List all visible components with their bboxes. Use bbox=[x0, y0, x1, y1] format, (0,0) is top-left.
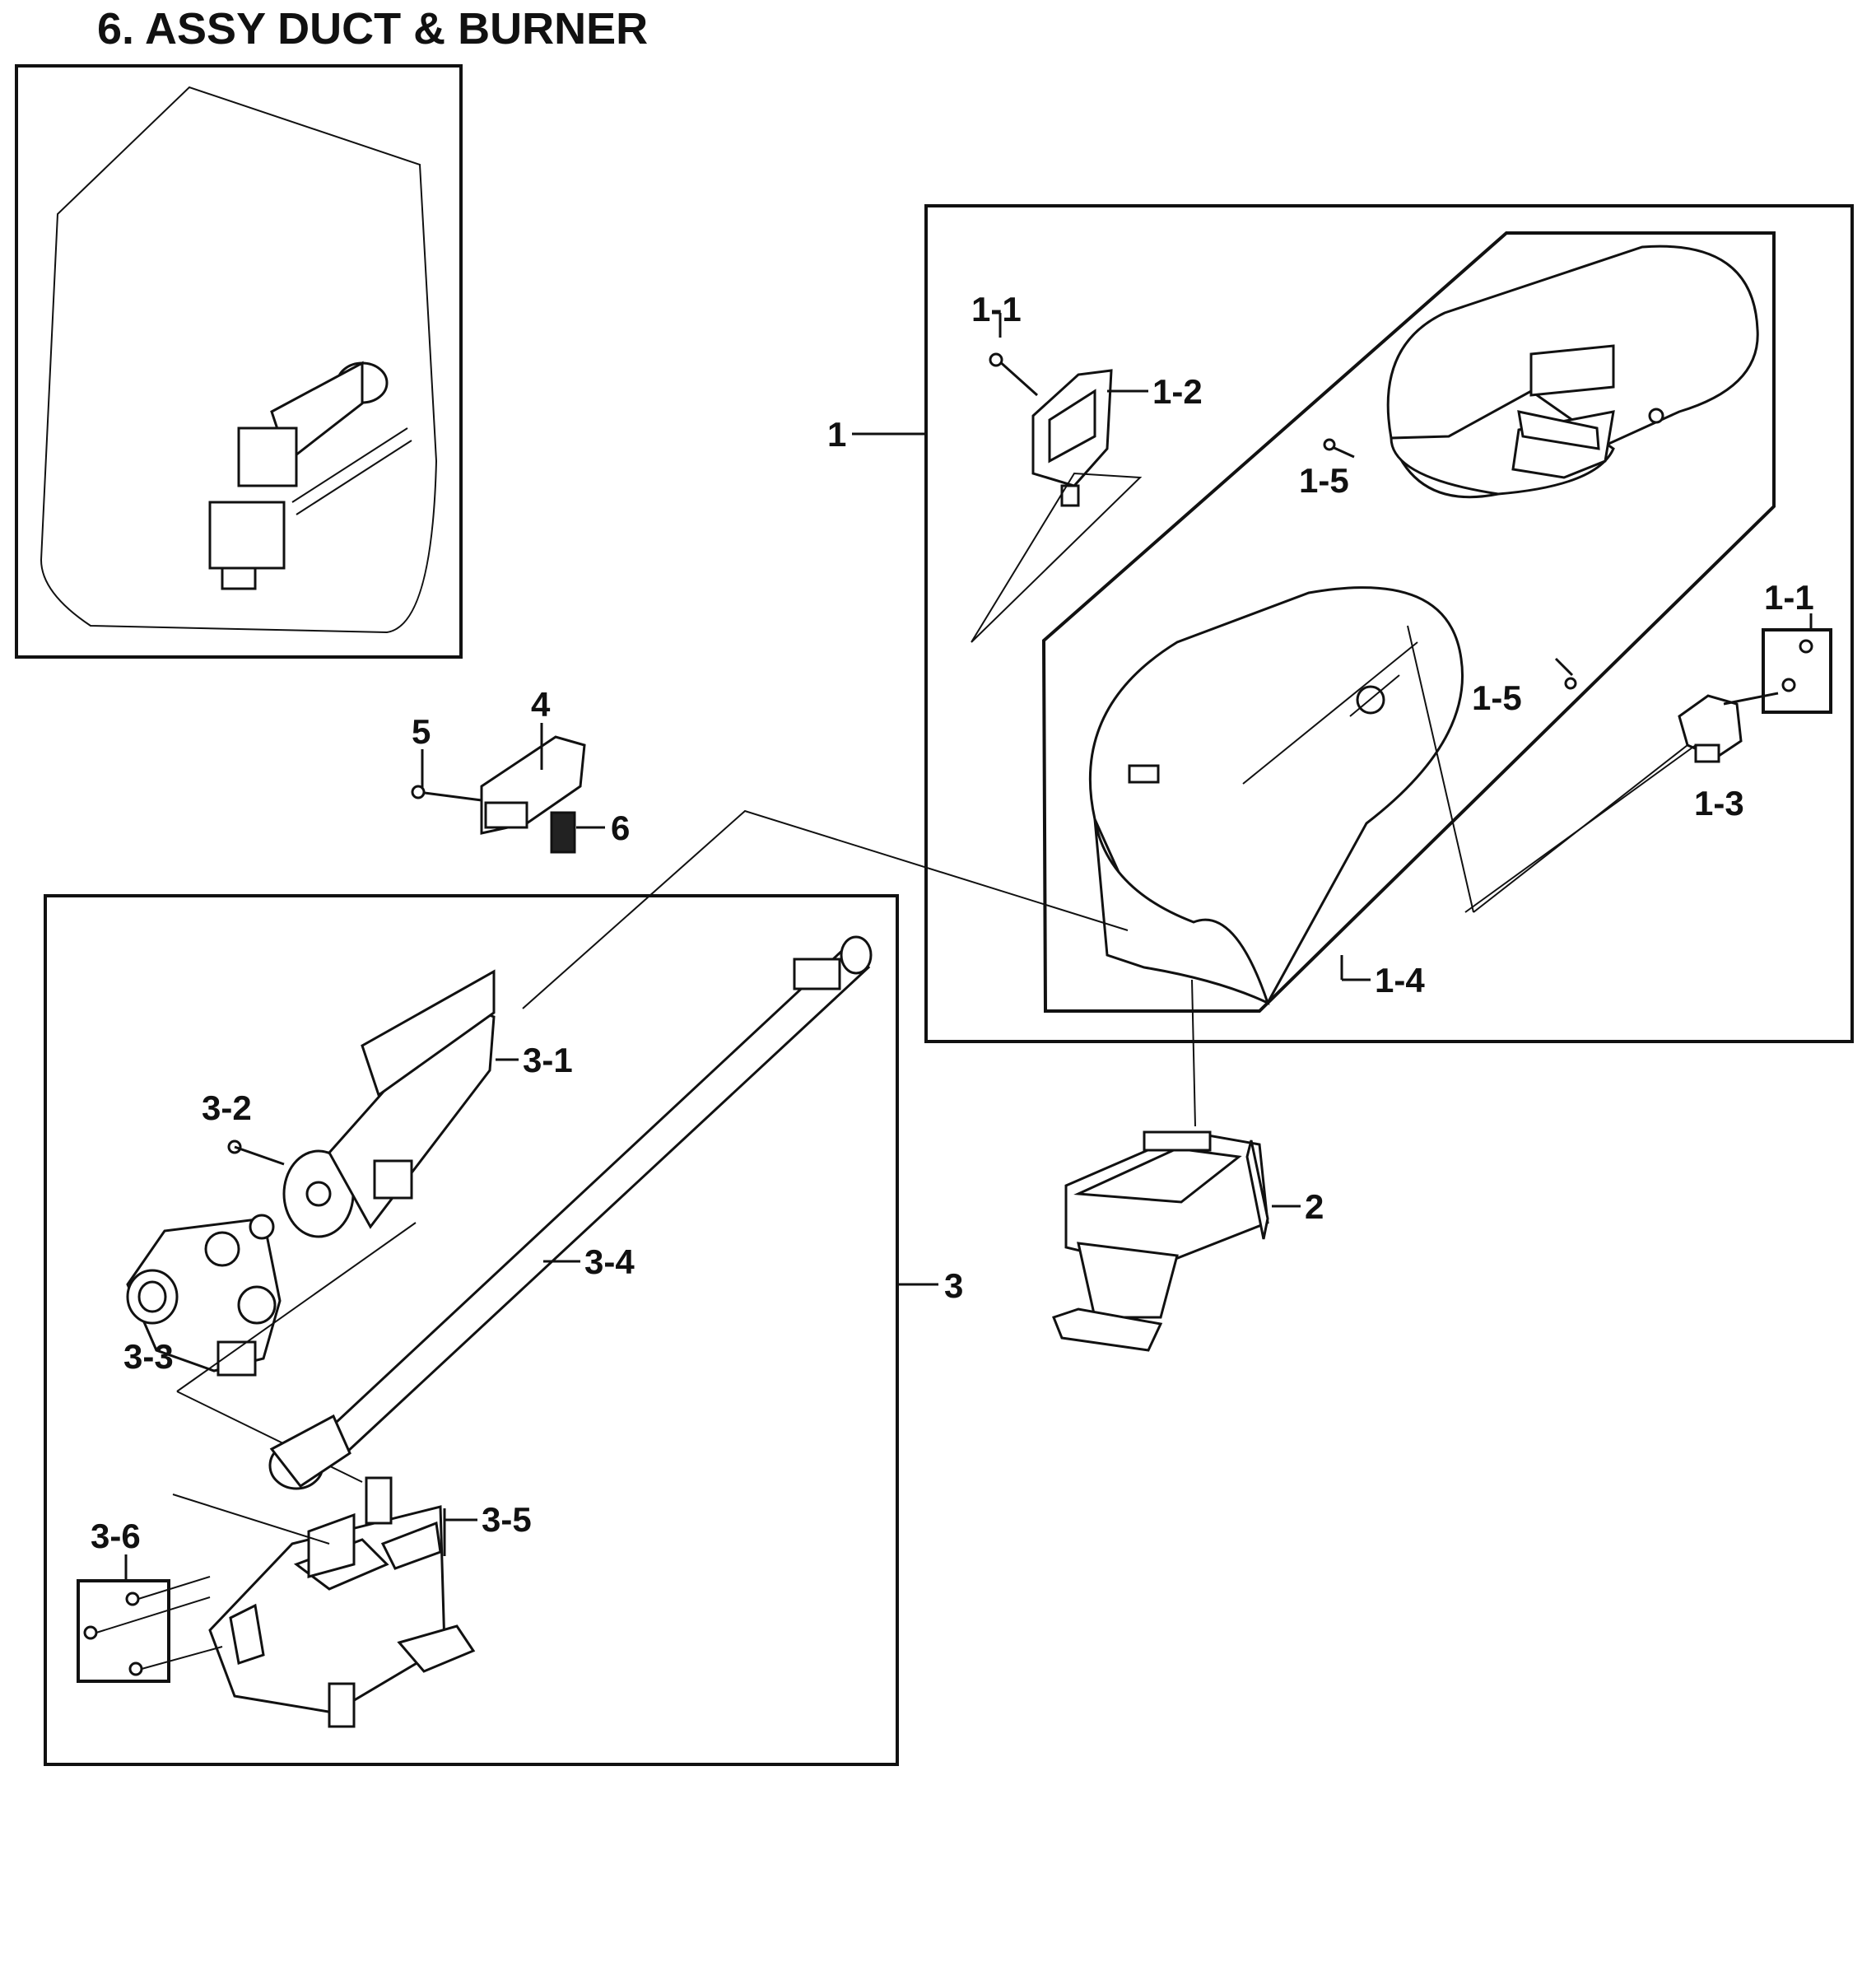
page-title: 6. ASSY DUCT & BURNER bbox=[97, 4, 649, 54]
callout-3-6: 3-6 bbox=[91, 1517, 141, 1555]
callout-1-4: 1-4 bbox=[1375, 961, 1425, 1000]
callout-labels: 1 1-1 1-2 1-5 1-5 1-1 1-3 1-4 2 3 3-1 3-… bbox=[91, 290, 1814, 1555]
leader-burner-to-duct bbox=[522, 809, 1129, 1009]
callout-4: 4 bbox=[531, 685, 551, 724]
duct-assembly-group bbox=[924, 204, 1854, 1043]
burner-assembly-frame bbox=[44, 894, 899, 1766]
screw-1-5-lower bbox=[1554, 657, 1577, 690]
callout-3-2: 3-2 bbox=[202, 1088, 252, 1127]
overview-burner-assembly bbox=[208, 361, 412, 590]
mount-bracket-2 bbox=[1052, 979, 1269, 1352]
leader-lines bbox=[124, 313, 1813, 1581]
duct-front-half bbox=[1088, 586, 1464, 1005]
callout-3-3: 3-3 bbox=[123, 1337, 174, 1376]
callout-1-5-lower: 1-5 bbox=[1472, 678, 1522, 717]
sensor-1-3 bbox=[1464, 628, 1832, 913]
callout-1: 1 bbox=[827, 415, 846, 454]
duct-rear-half bbox=[1386, 245, 1759, 499]
screw-group-3-6-frame bbox=[77, 1579, 170, 1683]
callout-1-5-upper: 1-5 bbox=[1299, 461, 1349, 500]
callout-3: 3 bbox=[944, 1266, 963, 1305]
callout-2: 2 bbox=[1305, 1187, 1324, 1226]
part-6-pad bbox=[550, 811, 605, 854]
overview-inset-frame bbox=[15, 64, 463, 659]
duct-exploded-boundary bbox=[1041, 231, 1776, 1013]
screw-group-1-1-frame bbox=[1762, 628, 1832, 714]
part-5-screw bbox=[411, 749, 482, 802]
callout-1-3: 1-3 bbox=[1694, 784, 1744, 823]
screw-group-3-6 bbox=[77, 1576, 223, 1683]
gas-pipe-3-4 bbox=[268, 935, 873, 1490]
burner-bracket-3-5 bbox=[172, 1476, 476, 1728]
burner-tube-3-1 bbox=[282, 969, 496, 1238]
bracket-1-2 bbox=[971, 369, 1143, 643]
screw-1-1-upper bbox=[989, 352, 1039, 397]
callout-5: 5 bbox=[412, 712, 431, 751]
callout-1-1-upper: 1-1 bbox=[971, 290, 1022, 329]
screw-1-5-upper bbox=[1323, 438, 1355, 459]
burner-assembly-group bbox=[44, 894, 899, 1766]
callout-6: 6 bbox=[611, 809, 630, 847]
callout-1-2: 1-2 bbox=[1152, 372, 1203, 411]
callout-1-1-right: 1-1 bbox=[1764, 578, 1814, 617]
callout-3-4: 3-4 bbox=[584, 1242, 635, 1281]
screw-3-2 bbox=[227, 1139, 285, 1166]
callout-3-1: 3-1 bbox=[523, 1041, 573, 1079]
part-4-igniter-block bbox=[480, 723, 586, 835]
gas-valve-3-3 bbox=[126, 1214, 417, 1483]
cabinet-outline bbox=[40, 86, 438, 634]
callout-3-5: 3-5 bbox=[482, 1500, 532, 1539]
overview-inset bbox=[15, 64, 463, 659]
duct-assembly-frame bbox=[924, 204, 1854, 1043]
